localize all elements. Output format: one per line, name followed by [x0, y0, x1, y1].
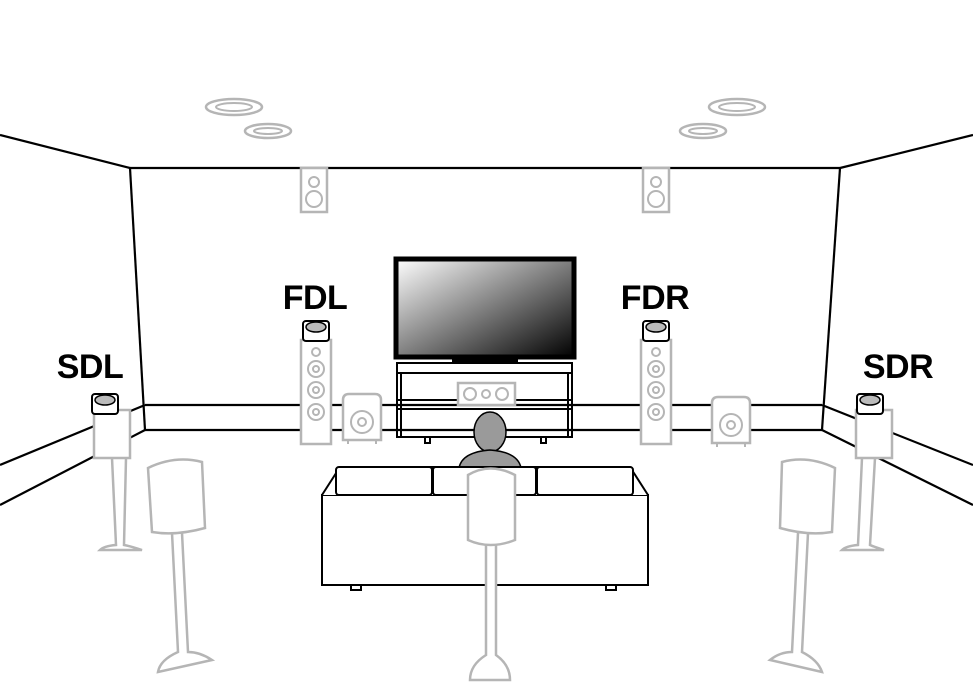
front-left-speaker: [299, 338, 333, 446]
center-speaker: [456, 381, 517, 407]
surround-back-right-speaker: [767, 458, 837, 674]
label-fdr: FDR: [620, 279, 690, 317]
subwoofer-right: [710, 395, 752, 449]
subwoofer-left: [341, 392, 383, 446]
label-sdl: SDL: [56, 348, 124, 386]
front-height-left-speaker: [299, 166, 329, 214]
fdr-dolby-speaker: [642, 320, 670, 342]
label-sdr: SDR: [862, 348, 934, 386]
listener: [458, 411, 522, 469]
front-right-speaker: [639, 338, 673, 446]
sdl-speaker: [91, 393, 143, 552]
label-fdl: FDL: [282, 279, 348, 317]
sdr-speaker: [838, 393, 894, 552]
tv: [393, 256, 577, 363]
fdl-dolby-speaker: [302, 320, 330, 342]
front-height-right-speaker: [641, 166, 671, 214]
ceiling-speakers: [204, 97, 767, 140]
surround-back-left-speaker: [146, 458, 216, 674]
surround-back-center-speaker: [466, 467, 517, 682]
